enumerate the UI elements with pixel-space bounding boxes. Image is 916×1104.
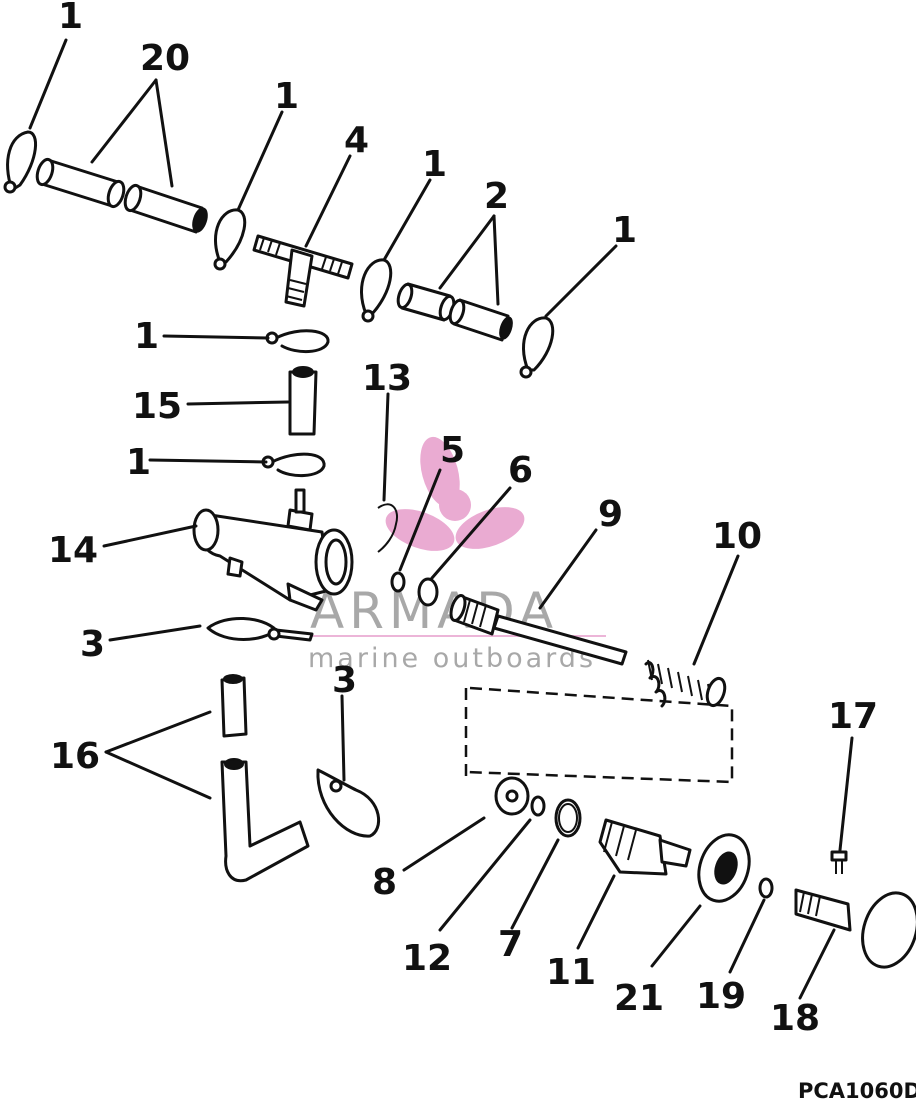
hose-20a — [35, 157, 126, 209]
washer-8 — [494, 776, 530, 816]
fuel-filter-body-14 — [192, 488, 354, 612]
clamp-3a — [206, 616, 314, 642]
callout-1f: 1 — [126, 442, 151, 483]
callout-3a: 3 — [80, 624, 105, 665]
hose-16a — [220, 674, 248, 738]
callout-2: 2 — [484, 176, 509, 217]
callout-19: 19 — [696, 976, 746, 1017]
callouts: 1 20 1 4 1 2 1 1 15 1 13 5 6 9 10 14 3 3… — [48, 0, 878, 1039]
screw-17 — [830, 850, 848, 874]
callout-16: 16 — [50, 736, 100, 777]
callout-3b: 3 — [332, 660, 357, 701]
spring-clip-13 — [377, 503, 398, 553]
hose-2a — [396, 282, 456, 322]
o-ring-6 — [417, 577, 439, 607]
hose-16b — [220, 758, 310, 883]
callout-12: 12 — [402, 938, 452, 979]
hose-15 — [288, 366, 318, 436]
hose-clamp-1b — [213, 208, 247, 271]
callout-20: 20 — [140, 38, 190, 79]
callout-11: 11 — [546, 952, 596, 993]
hose-clamp-1f — [261, 452, 326, 477]
callout-1e: 1 — [134, 316, 159, 357]
callout-4: 4 — [344, 120, 369, 161]
watermark-tagline: marine outboards — [308, 643, 596, 674]
callout-14: 14 — [48, 530, 98, 571]
callout-18: 18 — [770, 998, 820, 1039]
spring-10 — [644, 659, 727, 708]
leader-lines — [28, 38, 854, 1000]
valve-body-11 — [598, 818, 692, 876]
callout-7: 7 — [498, 924, 523, 965]
callout-6: 6 — [508, 450, 533, 491]
callout-9: 9 — [598, 494, 623, 535]
hose-2b — [448, 298, 513, 342]
hose-clamp-1d — [519, 316, 555, 379]
shaft-9 — [449, 593, 628, 666]
o-ring-5 — [390, 571, 406, 593]
callout-1a: 1 — [58, 0, 83, 37]
callout-10: 10 — [712, 516, 762, 557]
figure-code: PCA1060D — [798, 1079, 916, 1103]
propeller-icon — [385, 436, 525, 551]
hose-clamp-1a — [3, 130, 38, 194]
lock-ring-21 — [697, 833, 751, 903]
clamp-3b — [316, 768, 380, 838]
callout-1d: 1 — [612, 210, 637, 251]
callout-1b: 1 — [274, 76, 299, 117]
callout-8: 8 — [372, 862, 397, 903]
tee-fitting-4 — [252, 234, 354, 308]
callout-5: 5 — [440, 430, 465, 471]
o-ring-19 — [758, 877, 774, 899]
hose-20b — [123, 183, 208, 234]
knob-18 — [794, 888, 916, 969]
watermark: ARMADA marine outboards — [308, 436, 606, 674]
o-ring-12 — [530, 795, 546, 817]
callout-21: 21 — [614, 978, 664, 1019]
callout-15: 15 — [132, 386, 182, 427]
callout-1c: 1 — [422, 144, 447, 185]
callout-13: 13 — [362, 358, 412, 399]
o-ring-7 — [554, 798, 582, 838]
hose-clamp-1e — [265, 329, 330, 353]
callout-17: 17 — [828, 696, 878, 737]
hose-clamp-1c — [360, 258, 393, 323]
